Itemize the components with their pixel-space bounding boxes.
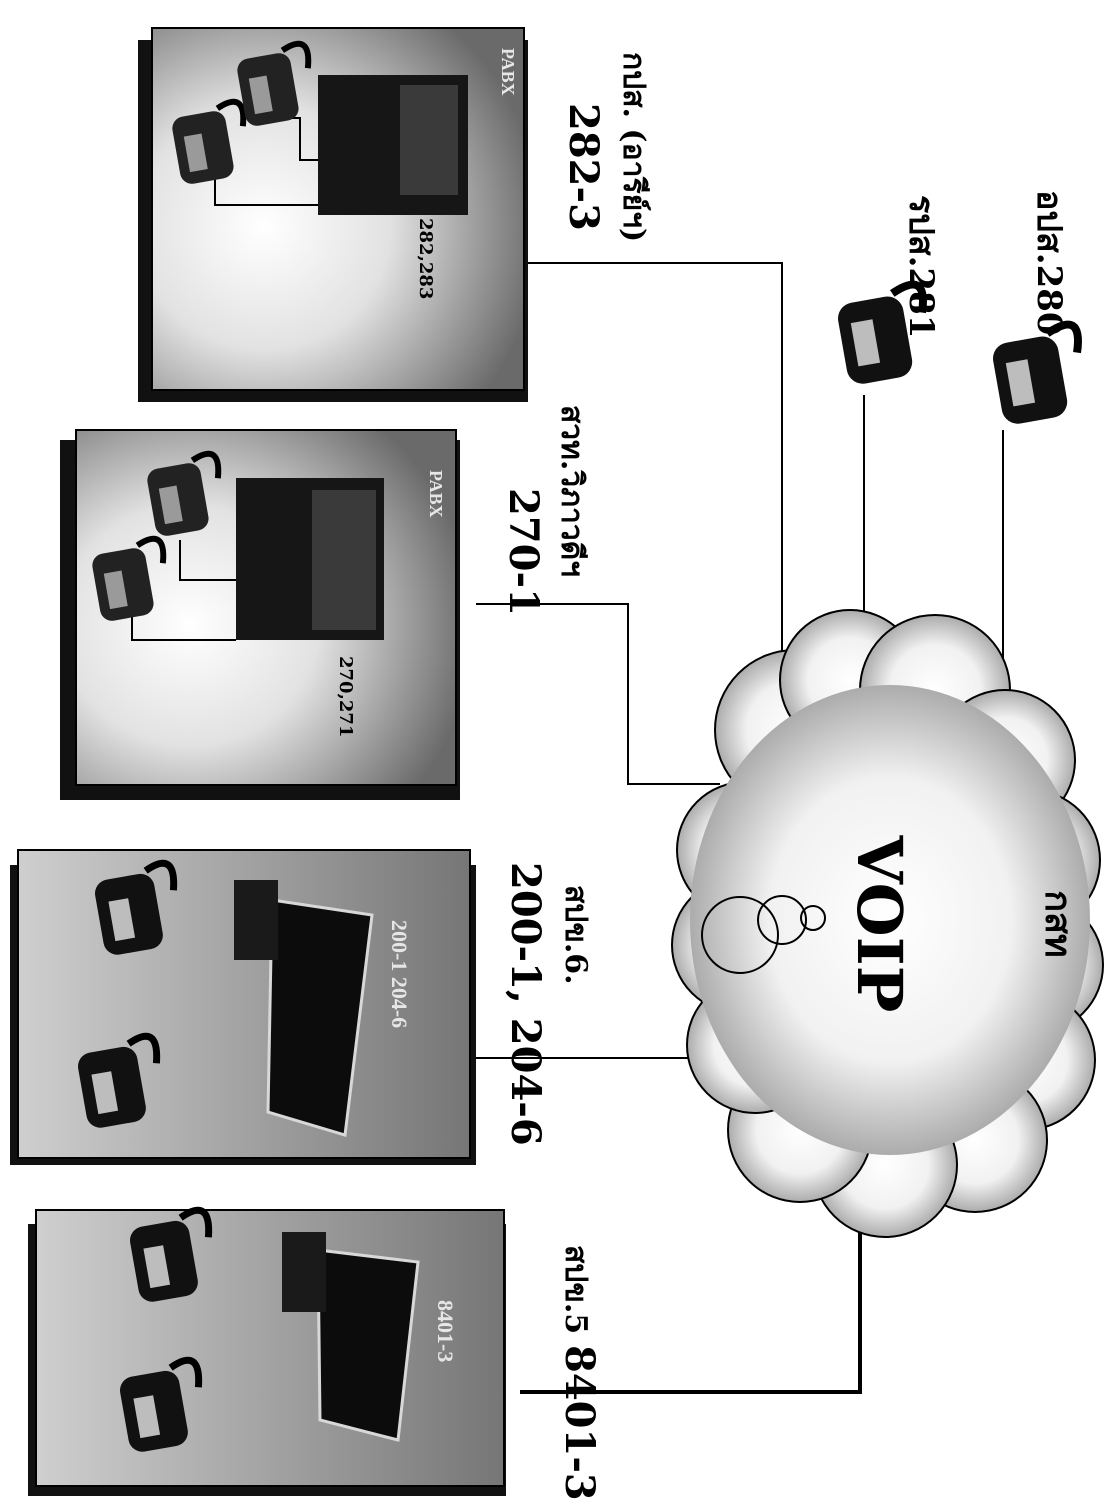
- site-vibha-box: [60, 429, 460, 800]
- phone-icon: [130, 1206, 213, 1302]
- phone-280-label: อปส.280: [1029, 190, 1069, 336]
- phone-icon: [237, 40, 312, 126]
- link-vibha-cloud: [476, 603, 720, 785]
- site-spk5-box: [28, 1206, 506, 1496]
- voip-cloud: [671, 609, 1104, 1238]
- site-aris-extensions: 282,283: [415, 218, 436, 299]
- phone-icon: [78, 1032, 161, 1128]
- phone-icon: [120, 1356, 203, 1452]
- phone-icon: [172, 98, 247, 184]
- site-vibha-name: สวท.วิภาวดีฯ: [554, 405, 589, 577]
- site-aris-name: กปส. (อารีย์ฯ): [616, 52, 651, 242]
- site-spk5-device-label: 8401-3: [433, 1300, 458, 1362]
- voip-title: VOIP: [843, 835, 916, 1013]
- site-aris-device: PABX: [498, 48, 518, 96]
- cloud-bubble-small: [800, 905, 826, 931]
- site-vibha-number: 270-1: [500, 488, 547, 616]
- phone-icon: [838, 280, 927, 384]
- phone-icon: [95, 859, 178, 955]
- site-spk6-box: [10, 849, 476, 1165]
- cloud-bubble-medium: [757, 895, 807, 945]
- cloud-owner-label: กสท: [1037, 890, 1079, 958]
- phone-281-label: รปส.281: [901, 195, 941, 338]
- site-aris-number: 282-3: [560, 103, 607, 231]
- link-spk5-cloud: [520, 1190, 862, 1394]
- phone-icon: [92, 535, 167, 621]
- cloud-bubble-large: [701, 896, 779, 974]
- site-spk6-name: สปข.6.: [558, 885, 593, 985]
- site-aris-box: [138, 27, 528, 402]
- site-spk6-device-label: 200-1 204-6: [387, 920, 412, 1028]
- connection-lines: [476, 262, 1004, 1394]
- link-aris-cloud: [528, 262, 783, 700]
- site-vibha-extensions: 270,271: [335, 656, 356, 737]
- phone-icon: [147, 450, 222, 536]
- site-spk5-number: 8401-3: [556, 1345, 603, 1501]
- site-spk6-number: 200-1, 204-6: [502, 862, 549, 1146]
- site-vibha-device: PABX: [426, 470, 446, 518]
- phone-icon: [993, 320, 1082, 424]
- site-spk5-name: สปข.5: [558, 1245, 593, 1334]
